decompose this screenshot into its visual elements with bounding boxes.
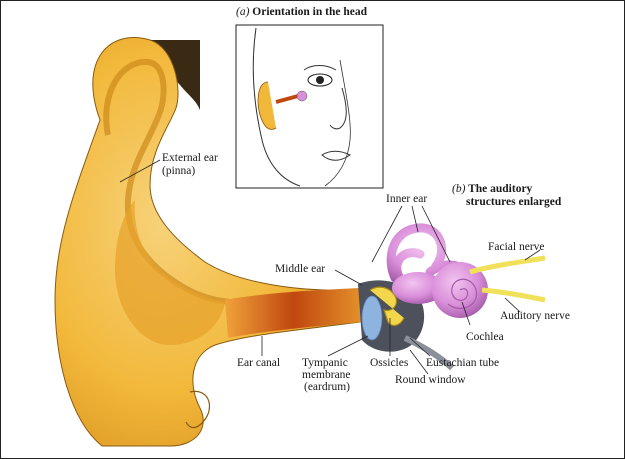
inset-brow — [303, 65, 337, 71]
inset-ear — [257, 81, 277, 130]
label-inner-ear: Inner ear — [386, 193, 428, 205]
ear-canal — [225, 288, 362, 338]
face-profile — [252, 27, 301, 187]
panel-a-title: (a) Orientation in the head — [236, 6, 367, 19]
leader-eustachian — [409, 337, 431, 357]
panel-b-letter: (b) — [452, 183, 466, 195]
panel-b-title-line1: The auditory — [468, 183, 533, 195]
earlobe-curl — [185, 390, 211, 429]
label-tympanic-2: membrane — [302, 369, 351, 381]
panel-b-title: (b) The auditory — [452, 183, 532, 196]
label-external-ear: External ear — [162, 152, 218, 164]
inset-nose — [329, 87, 347, 130]
inset-pupil — [316, 76, 324, 84]
eustachian-tube — [403, 335, 455, 371]
auditory-nerve-shape — [481, 287, 546, 303]
label-facial-nerve: Facial nerve — [488, 241, 545, 253]
vestibule — [392, 272, 444, 304]
inset-mouth — [321, 150, 351, 161]
ossicles — [369, 286, 405, 327]
panel-a-title-text: Orientation in the head — [252, 6, 367, 18]
panel-a-letter: (a) — [236, 6, 250, 18]
label-tympanic-3: (eardrum) — [304, 381, 350, 393]
label-round-window: Round window — [395, 374, 466, 386]
concha — [115, 200, 225, 345]
label-eustachian-tube: Eustachian tube — [426, 357, 500, 369]
leader-facial-nerve — [524, 249, 541, 261]
label-auditory-nerve: Auditory nerve — [500, 310, 570, 322]
leader-lines — [119, 159, 541, 375]
label-external-ear-pinna: (pinna) — [162, 165, 196, 177]
inset-canal — [275, 94, 299, 104]
label-cochlea: Cochlea — [466, 331, 504, 343]
leader-tympanic — [327, 335, 369, 357]
cochlea-spiral — [447, 278, 478, 309]
leader-cochlea — [461, 301, 471, 326]
facial-nerve-shape — [469, 255, 546, 275]
leader-inner-ear-2 — [411, 205, 419, 233]
leader-inner-ear-1 — [371, 205, 403, 263]
leader-round-window — [409, 349, 429, 375]
leader-auditory-nerve — [504, 297, 521, 313]
label-ear-canal: Ear canal — [237, 357, 281, 369]
label-ossicles: Ossicles — [370, 357, 409, 369]
panel-b-title-line2: structures enlarged — [466, 196, 562, 208]
helix-fold — [103, 58, 231, 305]
label-tympanic-1: Tympanic — [302, 357, 348, 369]
inset-inner-ear — [296, 90, 308, 102]
label-middle-ear: Middle ear — [275, 263, 326, 275]
leader-external-ear — [119, 159, 161, 183]
face-cheek — [324, 59, 351, 187]
leader-inner-ear-3 — [421, 205, 451, 263]
leader-middle-ear — [334, 269, 363, 286]
eardrum — [361, 295, 383, 341]
